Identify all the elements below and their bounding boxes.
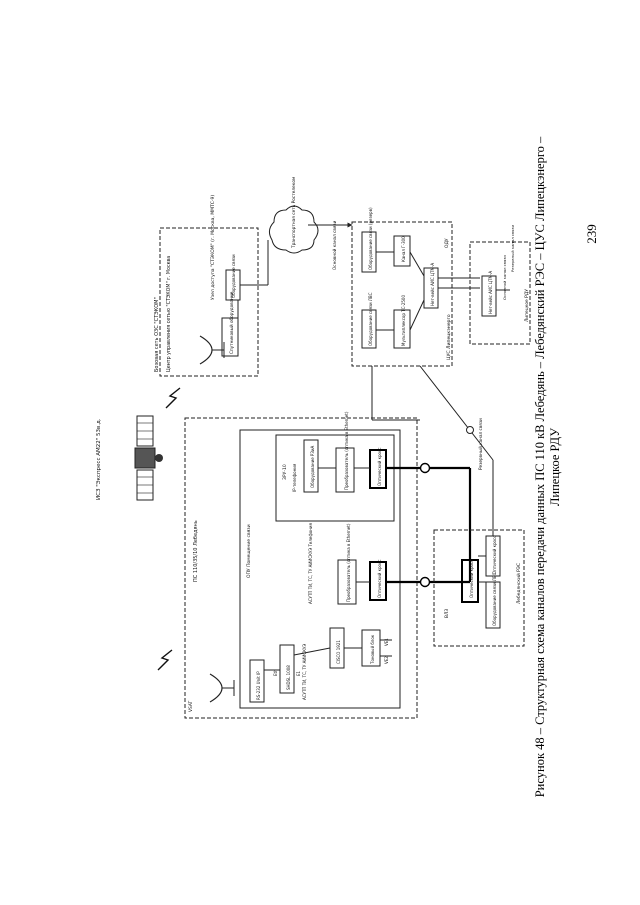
telecom-cloud-label: Транспортная сеть Ростелеком <box>291 177 297 249</box>
rdu-main-label: Основной канал связи <box>502 255 507 300</box>
rdu-reserve-label: Резервный канал связи <box>510 225 515 272</box>
rdu-box <box>469 241 531 345</box>
rdu-label: Липецкое РДУ <box>524 289 530 322</box>
lines-label: ВЛЗ <box>444 609 450 618</box>
ktp-equipment <box>303 439 319 493</box>
e1-label: E1 <box>296 670 301 676</box>
res-optical-box <box>461 559 479 603</box>
ktp-box <box>275 434 395 522</box>
rs232-label: RS-232 Unit IP <box>256 671 261 700</box>
vsat-label: VSAT <box>188 700 194 712</box>
conv2-label: Преобразователь (оптика в Ethernet) <box>344 411 349 490</box>
rs232-box <box>249 659 265 703</box>
sensors-label: АСУТП ТИ, ТС, ТУ АИИСКУЭ <box>302 644 307 700</box>
res-optical-label: Оптический кросс <box>469 560 474 598</box>
coupling-icon <box>419 576 431 588</box>
space-network-box <box>159 227 259 377</box>
optical-box-1-label: Оптический кросс <box>377 560 382 598</box>
caption-line-1: Рисунок 48 – Структурная схема каналов п… <box>533 136 547 798</box>
eth-label: Eth <box>273 669 278 676</box>
center-station <box>221 317 239 357</box>
opu-right-labels: АСУТП ТИ, ТС, ТУ АИИСКУЭ Телефония <box>308 523 313 604</box>
caption-line-2: Липецкое РДУ <box>548 427 562 507</box>
main-channel-label: Основной канал связи <box>332 220 337 270</box>
oik-label: ОДУ <box>444 238 450 248</box>
dish-icon <box>209 673 235 703</box>
conv2-box <box>335 447 355 493</box>
coupling-icon <box>419 462 431 474</box>
cus-network-label: Нет-вейс АИС ЦТМ-А <box>430 263 435 306</box>
reserve-line-label: Резервный канал связи <box>478 418 483 470</box>
cus-box <box>351 221 453 367</box>
res-label: Лебедянский РЭС <box>515 563 522 604</box>
cus-mux-label: Мультиплексор ТС-2500 <box>401 295 406 346</box>
cus-kanal <box>393 235 411 267</box>
telecom-cloud-icon <box>268 205 319 254</box>
optical-box-2-label: Оптический кросс <box>377 448 382 486</box>
ps-label: ПС 110/35/10 Лебедянь <box>193 520 199 582</box>
cus-label: ЦУС Липецкэнерго <box>446 314 452 360</box>
center-label: Центр управления сетью "СТЭКОМ" г. Москв… <box>166 256 172 372</box>
rdu-network <box>481 275 497 317</box>
center-equipment-label: Оборудование связи <box>231 254 236 298</box>
conv1-label: Преобразователь (оптика в Ethernet) <box>346 523 351 602</box>
rdu-network-label: Нет-вейс АИС ЦТМ-А <box>488 271 493 314</box>
ktp-equipment-label: Оборудование РЗиА <box>310 445 315 488</box>
ktp-label: ЗРУ-10 <box>282 464 288 480</box>
radio-link-icon <box>165 387 181 409</box>
res-equipment-label: Оборудование связи ЛВС <box>492 572 497 626</box>
ps-box <box>184 417 418 719</box>
cus-equipment-2-label: Оборудование связи (резерв) <box>368 207 373 270</box>
res-equipment <box>485 581 501 629</box>
coupling-icon <box>466 426 474 434</box>
opu-label: ОПУ Помещение связи <box>246 524 252 578</box>
cisco-label: CISCO 1921 <box>336 640 341 664</box>
figure-caption: Рисунок 48 – Структурная схема каналов п… <box>533 102 563 832</box>
cus-kanal-label: Канал Г-300 <box>401 236 406 262</box>
dsu-box <box>279 644 295 694</box>
ve2-label: VE2 <box>384 656 389 664</box>
caption-wrap: Рисунок 48 – Структурная схема каналов п… <box>533 80 562 840</box>
space-network-label: Бозовая сеть ОЗС "СТЭКОМ" <box>154 297 160 372</box>
satellite-label: ИСЗ "Экспресс АМ22" 53в.д. <box>96 418 102 500</box>
tone-label: Тоновый блок <box>370 634 375 665</box>
opu-box <box>239 429 401 709</box>
radio-link-icon <box>157 649 173 671</box>
ktp-items-label: IP-телефония <box>292 463 297 492</box>
res-box <box>433 529 525 647</box>
node-label: Узел доступа "СТЭКОМ" (г. Москва, ММТС-9… <box>210 195 216 300</box>
dish-icon <box>199 335 225 365</box>
res-optical-2-label: Оптический кросс <box>492 536 497 574</box>
center-station-label: Спутниковый оборудование <box>229 291 234 354</box>
cus-equipment-1-label: Оборудование связи ЛВС <box>368 292 373 346</box>
cus-equipment-1 <box>361 309 377 349</box>
ve1-label: VE1 <box>384 638 389 646</box>
page-number: 239 <box>584 224 599 244</box>
satellite-icon <box>134 415 163 501</box>
dsu-label: SHDSL 1008 <box>286 665 291 690</box>
